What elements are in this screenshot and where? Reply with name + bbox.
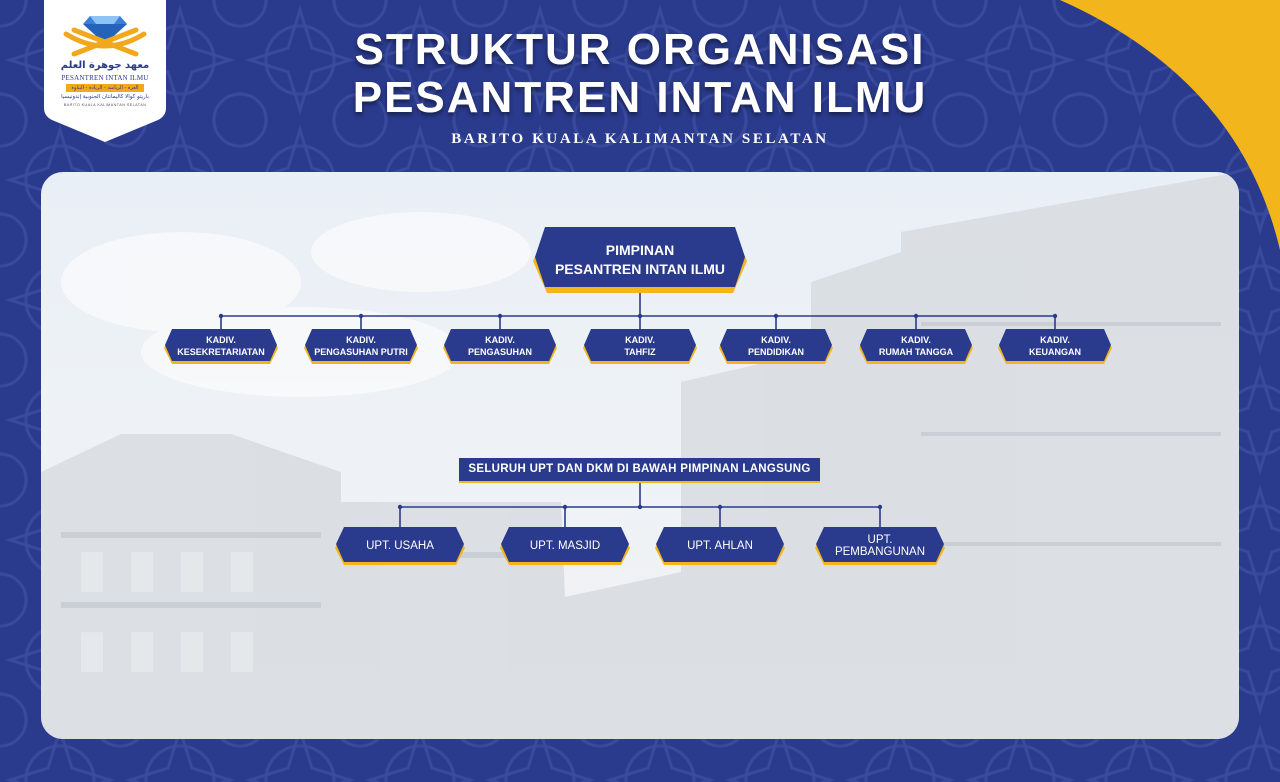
connector-dot — [1052, 313, 1058, 319]
connector-dot — [497, 313, 503, 319]
node-kadiv-line1: KADIV. — [485, 335, 515, 345]
node-upt-line1: UPT. MASJID — [529, 540, 601, 552]
node-kadiv-line2: PENDIDIKAN — [747, 346, 804, 357]
node-pimpinan-line1: PIMPINAN — [605, 242, 675, 258]
node-kadiv-line1: KADIV. — [761, 335, 791, 345]
logo-arabic-location: باريتو كوالا كاليمانتان الجنوبية إندونيس… — [61, 94, 149, 100]
node-kadiv-line1: KADIV. — [901, 335, 931, 345]
node-pimpinan: PIMPINAN PESANTREN INTAN ILMU — [533, 227, 747, 293]
node-kadiv-line2: KEUANGAN — [1028, 346, 1081, 357]
node-kadiv: KADIV. PENGASUHAN PUTRI — [304, 329, 418, 364]
page-subtitle: BARITO KUALA KALIMANTAN SELATAN — [451, 131, 829, 147]
logo-tagline-band: العزة - الرياسة - الريادة - البتاوة — [66, 84, 144, 92]
connector-dot — [397, 504, 403, 510]
node-upt-line1: UPT. — [867, 534, 893, 546]
node-kadiv-line1: KADIV. — [625, 335, 655, 345]
node-kadiv: KADIV. PENDIDIKAN — [719, 329, 833, 364]
upt-banner: SELURUH UPT DAN DKM DI BAWAH PIMPINAN LA… — [459, 458, 820, 481]
node-kadiv: KADIV. KEUANGAN — [998, 329, 1112, 364]
connector-dot — [637, 313, 643, 319]
node-kadiv: KADIV. KESEKRETARIATAN — [164, 329, 278, 364]
node-upt-line1: UPT. AHLAN — [687, 540, 753, 552]
node-kadiv-line2: RUMAH TANGGA — [878, 346, 954, 357]
connector-dot — [358, 313, 364, 319]
node-pimpinan-line2: PESANTREN INTAN ILMU — [554, 261, 726, 277]
connector-dot — [717, 504, 723, 510]
connector-dot — [562, 504, 568, 510]
page-title-line2: PESANTREN INTAN ILMU — [352, 73, 928, 122]
logo-badge: معهد جوهرة العلم PESANTREN INTAN ILMU ال… — [44, 0, 166, 142]
node-upt-line1: UPT. USAHA — [366, 540, 434, 552]
connector-dot — [913, 313, 919, 319]
node-upt-line2: PEMBANGUNAN — [834, 546, 926, 558]
book-icon — [63, 27, 147, 57]
chart-panel — [41, 172, 1239, 739]
node-upt: UPT. PEMBANGUNAN — [815, 527, 945, 565]
connector-dot — [877, 504, 883, 510]
connector-dot — [637, 504, 643, 510]
node-upt: UPT. USAHA — [335, 527, 465, 565]
connector-dot — [773, 313, 779, 319]
diamond-icon — [83, 16, 127, 44]
logo-latin-name: PESANTREN INTAN ILMU — [61, 74, 149, 82]
node-upt: UPT. MASJID — [500, 527, 630, 565]
node-kadiv-line1: KADIV. — [206, 335, 236, 345]
node-kadiv-line2: TAHFIZ — [624, 346, 656, 357]
node-kadiv-line2: PENGASUHAN PUTRI — [314, 346, 408, 357]
node-kadiv-line2: PENGASUHAN — [467, 346, 532, 357]
node-kadiv: KADIV. RUMAH TANGGA — [859, 329, 973, 364]
connector-dot — [218, 313, 224, 319]
node-kadiv-line1: KADIV. — [1040, 335, 1070, 345]
logo-badge-shape — [44, 0, 166, 142]
node-kadiv-line2: KESEKRETARIATAN — [177, 346, 265, 357]
logo-arabic-name: معهد جوهرة العلم — [60, 60, 150, 71]
page-title-line1: STRUKTUR ORGANISASI — [354, 25, 926, 74]
node-kadiv: KADIV. TAHFIZ — [583, 329, 697, 364]
node-kadiv: KADIV. PENGASUHAN — [443, 329, 557, 364]
building-photo-background — [41, 172, 1239, 739]
logo-location: BARITO KUALA KALIMANTAN SELATAN — [63, 103, 147, 107]
node-kadiv-line1: KADIV. — [346, 335, 376, 345]
node-upt: UPT. AHLAN — [655, 527, 785, 565]
